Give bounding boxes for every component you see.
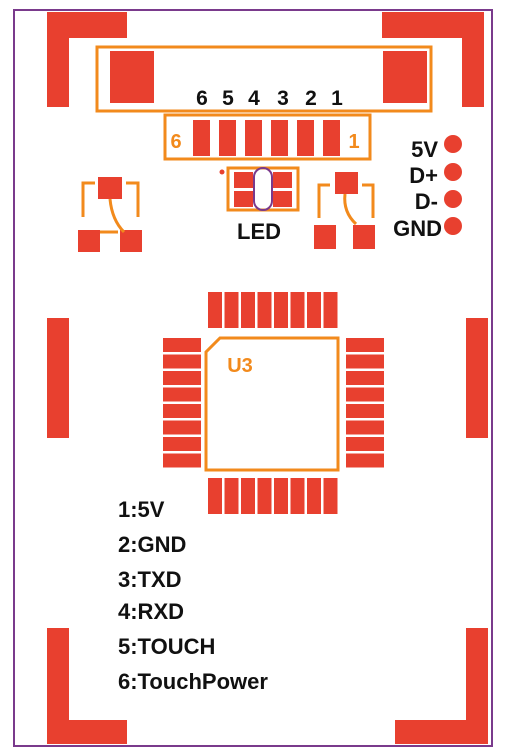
pin-pad-2 (297, 120, 314, 156)
chip-pad-right (346, 354, 384, 369)
chip-pad-right (346, 387, 384, 402)
chip-pad-bottom (241, 478, 255, 514)
chip-pad-left (163, 387, 201, 402)
pin-number-4: 4 (248, 87, 260, 110)
chip-pad-bottom (274, 478, 288, 514)
chip-pad-left (163, 453, 201, 468)
side-mark-right (466, 318, 488, 438)
usb-pin-gnd-label: GND (393, 216, 442, 241)
legend-item-4: 4:RXD (118, 599, 184, 624)
usb-pin-gnd-pad (444, 217, 462, 235)
corner-mark-top-left-v (47, 12, 69, 107)
led-polarity-dot (219, 169, 225, 175)
pin-pad-6 (193, 120, 210, 156)
pin-pad-5 (219, 120, 236, 156)
pin-number-1: 1 (331, 87, 343, 110)
chip-pad-right (346, 404, 384, 418)
chip-pads-right (346, 338, 384, 468)
led-lens (253, 167, 273, 211)
button-right (314, 172, 375, 249)
corner-marks (47, 12, 488, 744)
chip-pad-top (224, 292, 239, 328)
corner-mark-bottom-right-v (466, 628, 488, 744)
corner-mark-bottom-left-v (47, 628, 69, 744)
chip-pad-bottom (307, 478, 321, 514)
button-left (78, 177, 142, 252)
chip-pad-left (163, 371, 201, 385)
led-pads (234, 172, 292, 207)
legend-item-3: 3:TXD (118, 567, 182, 592)
silk-pin-1-label: 1 (348, 131, 359, 153)
usb-pin-5v-pad (444, 135, 462, 153)
chip-pad-bottom (257, 478, 272, 514)
corner-mark-top-right-h (382, 12, 462, 38)
chip-pad-right (346, 437, 384, 451)
chip-pad-left (163, 420, 201, 435)
chip-pad-right (346, 420, 384, 435)
pin-number-3: 3 (277, 87, 289, 110)
chip-pad-top (274, 292, 288, 328)
corner-mark-top-right-v (462, 12, 484, 107)
led-label: LED (237, 219, 281, 244)
chip-pad-bottom (290, 478, 305, 514)
chip-pads-left (163, 338, 201, 468)
chip-pad-top (323, 292, 338, 328)
chip-outline (204, 336, 340, 472)
chip-u3: U3 (163, 292, 384, 514)
legend-item-6: 6:TouchPower (118, 669, 268, 694)
chip-pad-top (241, 292, 255, 328)
chip-pad-top (257, 292, 272, 328)
pin-number-5: 5 (222, 87, 234, 110)
legend-item-2: 2:GND (118, 532, 186, 557)
chip-pad-top (307, 292, 321, 328)
chip-pad-left (163, 354, 201, 369)
chip-pad-left (163, 338, 201, 352)
pin-legend: 1:5V 2:GND 3:TXD 4:RXD 5:TOUCH 6:TouchPo… (118, 497, 268, 694)
pin-pad-1 (323, 120, 340, 156)
chip-pad-left (163, 437, 201, 451)
pin-header-outline (163, 113, 372, 161)
side-mark-left (47, 318, 69, 438)
chip-pad-left (163, 404, 201, 418)
pin-pad-3 (271, 120, 288, 156)
pin-pad-4 (245, 120, 262, 156)
chip-pad-right (346, 338, 384, 352)
usb-pin-dplus-label: D+ (409, 163, 438, 188)
chip-pad-bottom (224, 478, 239, 514)
board-outline (13, 9, 493, 747)
connector-outline (95, 45, 433, 113)
pin-number-2: 2 (305, 87, 317, 110)
chip-pads-bottom (208, 478, 338, 514)
usb-pin-dplus-pad (444, 163, 462, 181)
legend-item-5: 5:TOUCH (118, 634, 215, 659)
pin-header-pads (193, 120, 340, 156)
usb-pin-5v-label: 5V (411, 137, 438, 162)
chip-pad-bottom (208, 478, 222, 514)
chip-pad-top (290, 292, 305, 328)
chip-pad-right (346, 371, 384, 385)
usb-pins: 5V D+ D- GND (393, 135, 462, 241)
usb-pin-dminus-label: D- (415, 189, 438, 214)
chip-pad-top (208, 292, 222, 328)
connector-mount-pad-right (383, 51, 427, 103)
legend-item-1: 1:5V (118, 497, 165, 522)
chip-pads-top (208, 292, 338, 328)
connector-mount-pad-left (110, 51, 154, 103)
usb-pin-dminus-pad (444, 190, 462, 208)
silk-pin-6-label: 6 (170, 131, 181, 153)
chip-pad-right (346, 453, 384, 468)
pin-number-6: 6 (196, 87, 208, 110)
chip-label: U3 (227, 355, 253, 377)
chip-pad-bottom (323, 478, 338, 514)
